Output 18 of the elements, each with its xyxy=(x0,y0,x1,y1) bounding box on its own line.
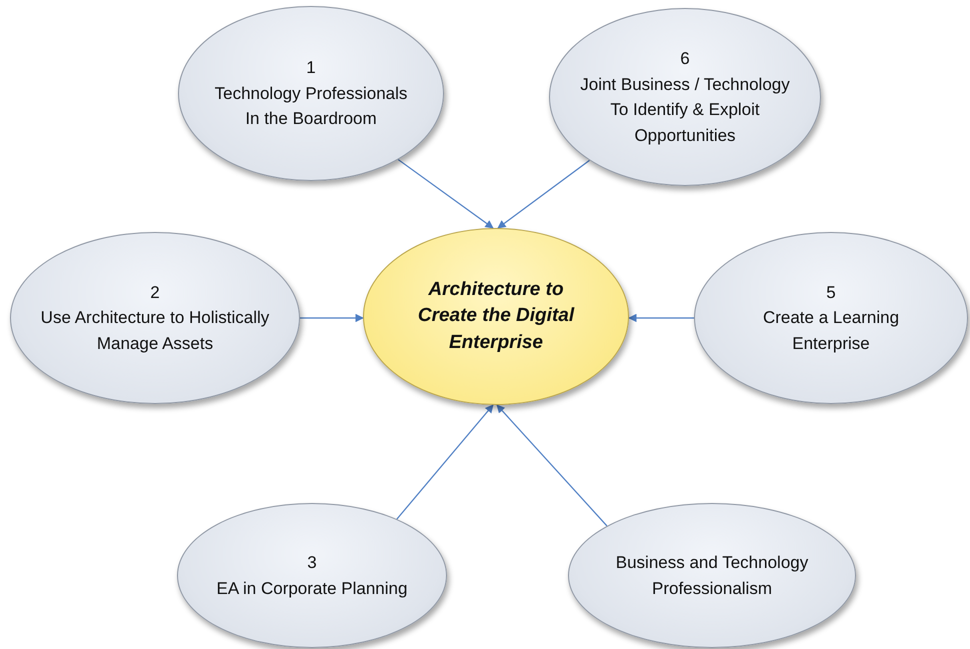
arrow xyxy=(300,314,364,322)
topic-label: Use Architecture to Holistically Manage Assets xyxy=(40,307,270,355)
arrow xyxy=(398,159,494,229)
item-number: 1 xyxy=(306,57,316,80)
topic-label: EA in Corporate Planning xyxy=(216,578,408,600)
arrow xyxy=(396,404,494,520)
topic-label: Create a Learning Enterprise xyxy=(762,307,900,355)
arrow xyxy=(496,404,608,526)
item-number: 5 xyxy=(826,282,836,304)
item-number: 2 xyxy=(150,282,160,304)
topic-label: Architecture to Create the Digital Enterprise xyxy=(416,278,576,355)
topic-label: Technology Professionals In the Boardroom xyxy=(214,82,408,130)
arrow xyxy=(628,314,694,322)
item-number: 6 xyxy=(680,48,690,70)
topic-label: Business and Technology Professionalism xyxy=(614,552,810,600)
item-number: 3 xyxy=(307,552,317,574)
topic-label: Joint Business / Technology To Identify & Exploit Opportunities xyxy=(579,74,791,146)
arrow xyxy=(497,160,590,228)
